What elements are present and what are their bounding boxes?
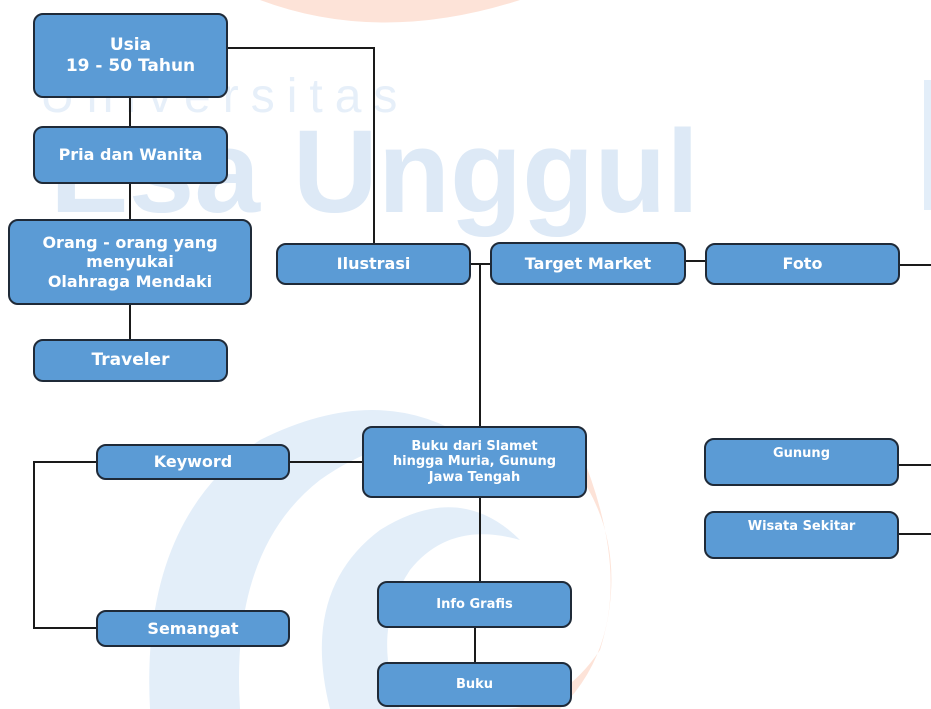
node-info-grafis-label: Info Grafis — [436, 596, 513, 612]
watermark-orange-arc — [260, 0, 520, 23]
node-buku-label: Buku — [455, 676, 494, 692]
node-gender-label: Pria dan Wanita — [58, 145, 203, 165]
node-semangat-label: Semangat — [147, 618, 239, 638]
node-gunung-label: Gunung — [773, 446, 830, 461]
node-usia: Usia 19 - 50 Tahun — [33, 13, 228, 98]
node-usia-label: Usia 19 - 50 Tahun — [65, 35, 196, 76]
node-traveler-label: Traveler — [91, 350, 170, 371]
node-target-market-label: Target Market — [524, 253, 652, 273]
node-gunung: Gunung — [704, 438, 899, 486]
node-foto: Foto — [705, 243, 900, 285]
node-foto-label: Foto — [782, 254, 823, 274]
node-buku: Buku — [377, 662, 572, 707]
node-keyword-label: Keyword — [153, 452, 233, 472]
node-buku-judul-label: Buku dari Slamet hingga Muria, Gunung Ja… — [392, 438, 557, 485]
node-wisata-sekitar-label: Wisata Sekitar — [747, 519, 856, 534]
node-semangat: Semangat — [96, 610, 290, 647]
node-gender: Pria dan Wanita — [33, 126, 228, 184]
node-keyword: Keyword — [96, 444, 290, 480]
node-hobby: Orang - orang yang menyukai Olahraga Men… — [8, 219, 252, 305]
node-buku-judul: Buku dari Slamet hingga Muria, Gunung Ja… — [362, 426, 587, 498]
node-ilustrasi-label: Ilustrasi — [336, 254, 411, 274]
node-ilustrasi: Ilustrasi — [276, 243, 471, 285]
connector-usia-ilustrasi — [228, 47, 375, 243]
watermark-right-bar — [924, 80, 931, 210]
node-info-grafis: Info Grafis — [377, 581, 572, 628]
node-hobby-label: Orang - orang yang menyukai Olahraga Men… — [42, 233, 218, 291]
watermark-blue-swirl-2 — [321, 507, 520, 709]
node-target-market: Target Market — [490, 242, 686, 285]
connector-keyword-semangat — [33, 461, 96, 629]
node-traveler: Traveler — [33, 339, 228, 382]
node-wisata-sekitar: Wisata Sekitar — [704, 511, 899, 559]
